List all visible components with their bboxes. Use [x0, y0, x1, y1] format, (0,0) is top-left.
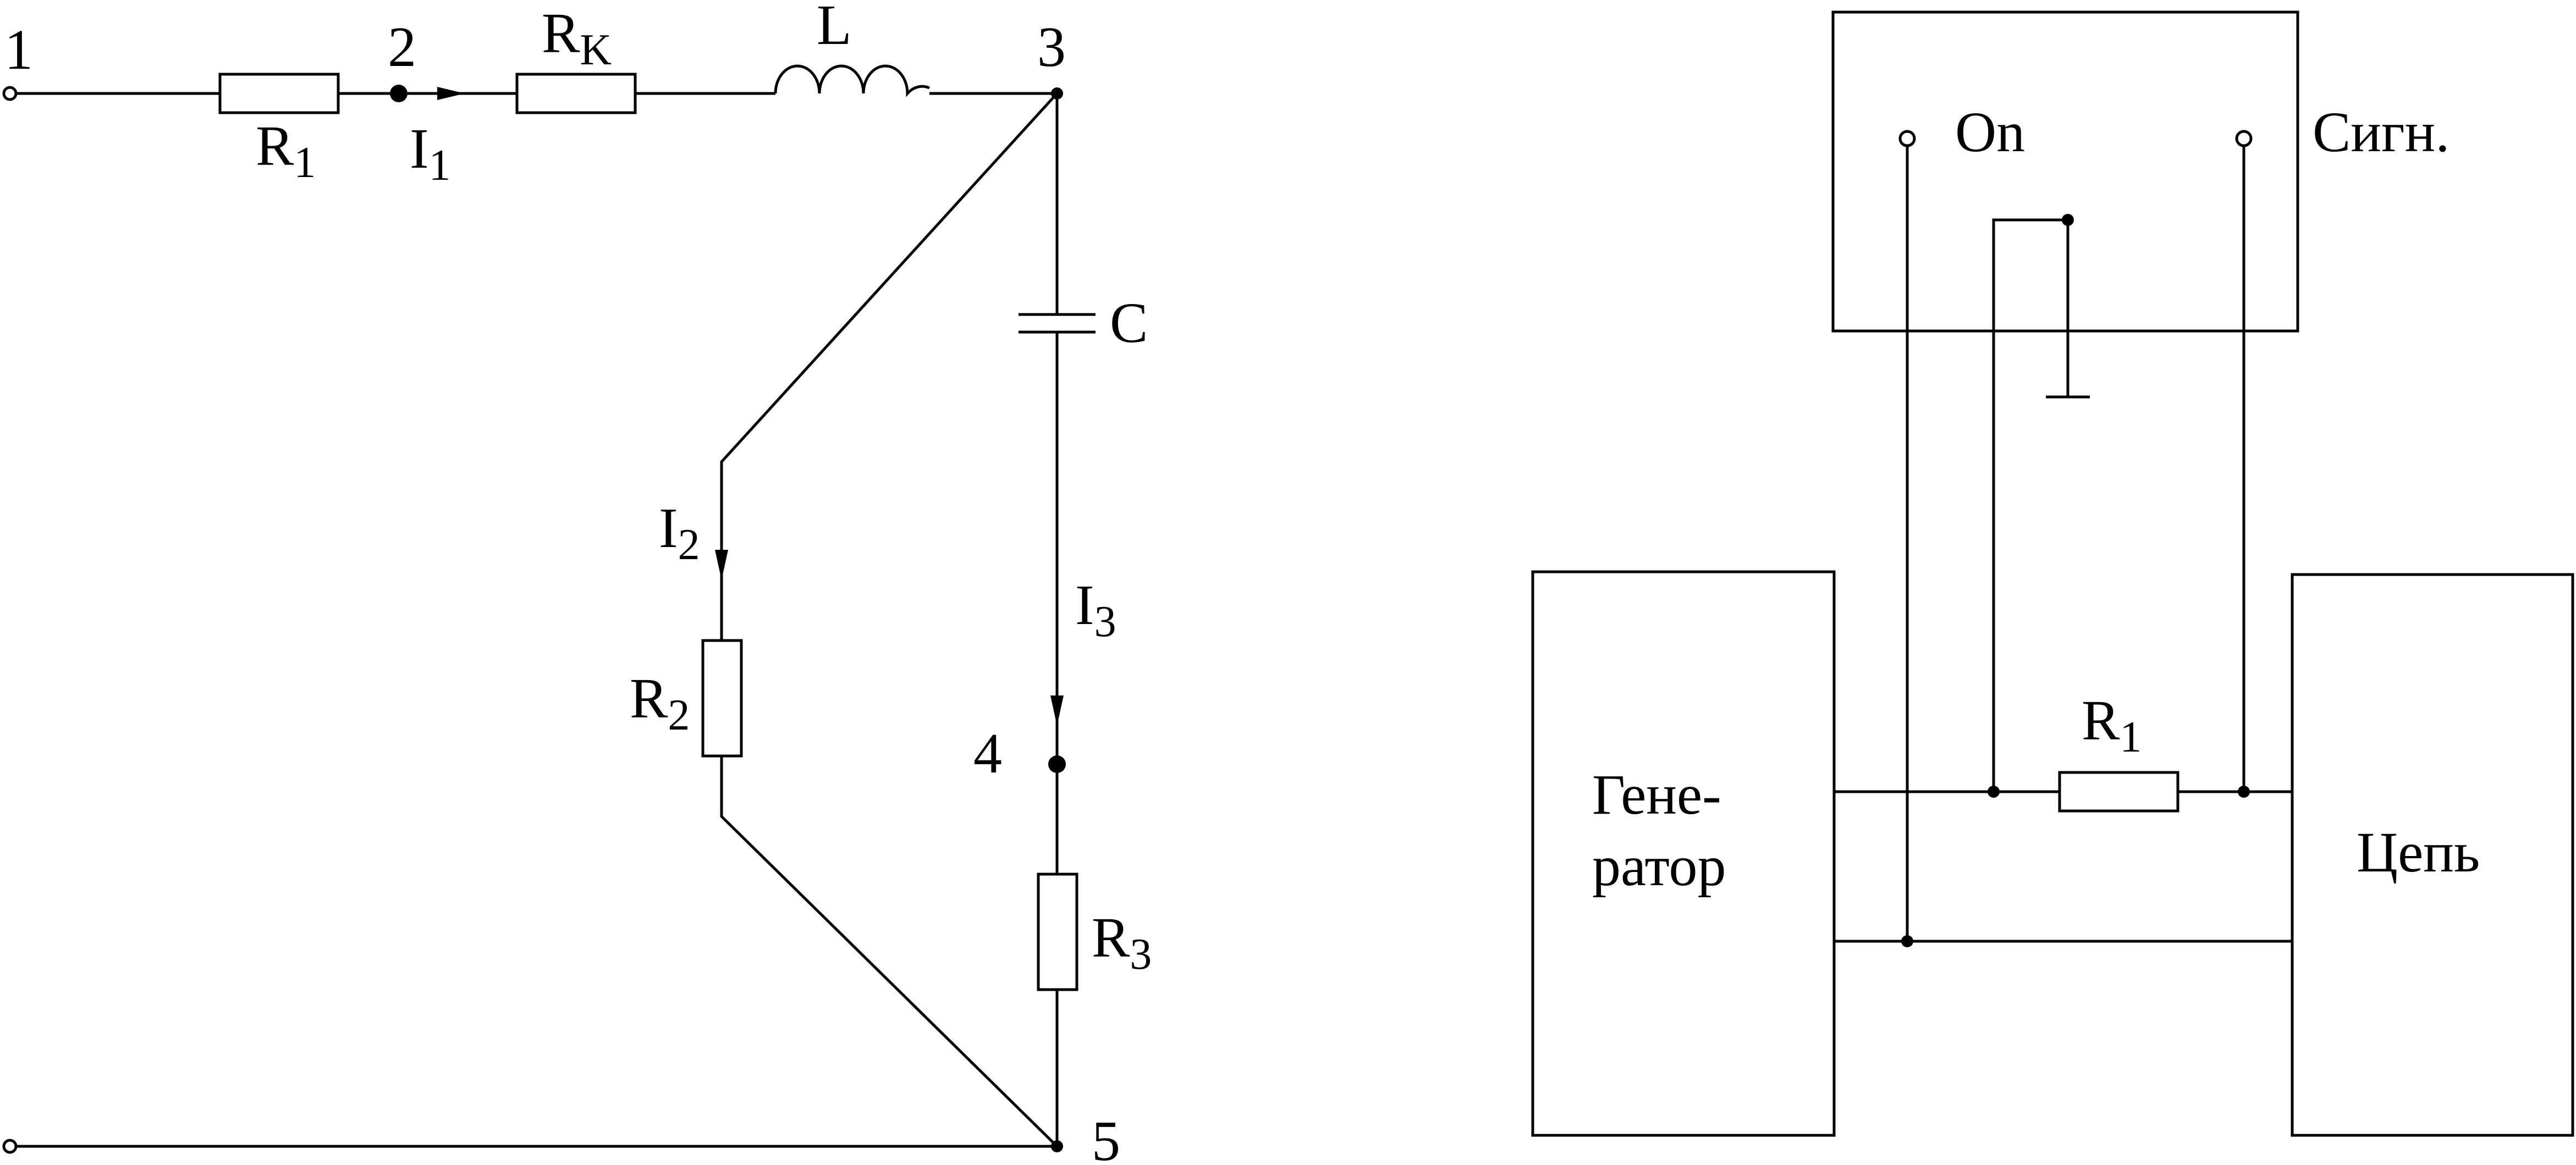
resistor-rk [515, 73, 637, 114]
oscilloscope-input-signal-label: Сигн. [2313, 101, 2450, 164]
rlc-circuit: 1 2 3 4 5 R1 RK L C R2 R3 I1 I2 I3 [2, 0, 1152, 1165]
component-label-r3: R3 [1092, 906, 1152, 979]
current-label-i2: I2 [659, 496, 700, 569]
resistor-r1 [218, 73, 340, 114]
oscilloscope-terminal-signal [2235, 130, 2253, 147]
generator-label-line2: ратор [1592, 835, 1726, 898]
node-label-2: 2 [388, 15, 416, 79]
terminal-node-1 [2, 86, 18, 101]
current-arrow-i3 [1050, 695, 1064, 726]
component-label-r2: R2 [630, 667, 690, 739]
resistor-r3 [1037, 873, 1078, 991]
wire-node-3-to-r2 [720, 92, 1058, 641]
current-arrow-i2 [715, 550, 728, 580]
current-label-i3: I3 [1075, 573, 1116, 646]
component-label-rk: RK [542, 2, 612, 74]
circuit-block-box [2291, 573, 2574, 1137]
component-label-r1: R1 [256, 114, 316, 187]
generator-label-line1: Гене- [1592, 763, 1721, 826]
measurement-setup: On Сигн. Гене- ратор Цепь R1 [1531, 10, 2574, 1137]
node-label-3: 3 [1037, 15, 1066, 79]
component-label-l: L [817, 0, 852, 57]
node-label-5: 5 [1092, 1109, 1120, 1165]
junction-node-5 [1051, 1140, 1063, 1152]
junction-on-probe [1901, 935, 1913, 947]
oscilloscope-ground-wire [1992, 218, 2068, 792]
measurement-resistor-r1 [2058, 771, 2179, 813]
measurement-resistor-label: R1 [2082, 689, 2142, 761]
generator-box [1531, 570, 1836, 1137]
oscilloscope-box [1831, 10, 2299, 333]
current-arrow-i1 [437, 87, 465, 100]
oscilloscope-terminal-on [1898, 130, 1916, 147]
terminal-bottom-left [2, 1139, 18, 1154]
junction-signal-probe [2238, 786, 2250, 798]
circuit-block-label: Цепь [2357, 821, 2480, 884]
ground-junction [2062, 214, 2074, 226]
junction-ground-probe [1988, 786, 2000, 798]
node-label-1: 1 [4, 18, 33, 81]
junction-node-3 [1051, 87, 1063, 100]
component-label-c: C [1110, 291, 1148, 355]
junction-node-2 [390, 85, 408, 102]
inductor-l [774, 64, 931, 97]
junction-node-4 [1048, 755, 1066, 773]
oscilloscope-input-on-label: On [1955, 101, 2025, 164]
resistor-r2 [701, 639, 743, 758]
wire-r2-to-node-5 [720, 756, 1058, 1147]
current-label-i1: I1 [410, 117, 451, 190]
node-label-4: 4 [973, 722, 1002, 785]
